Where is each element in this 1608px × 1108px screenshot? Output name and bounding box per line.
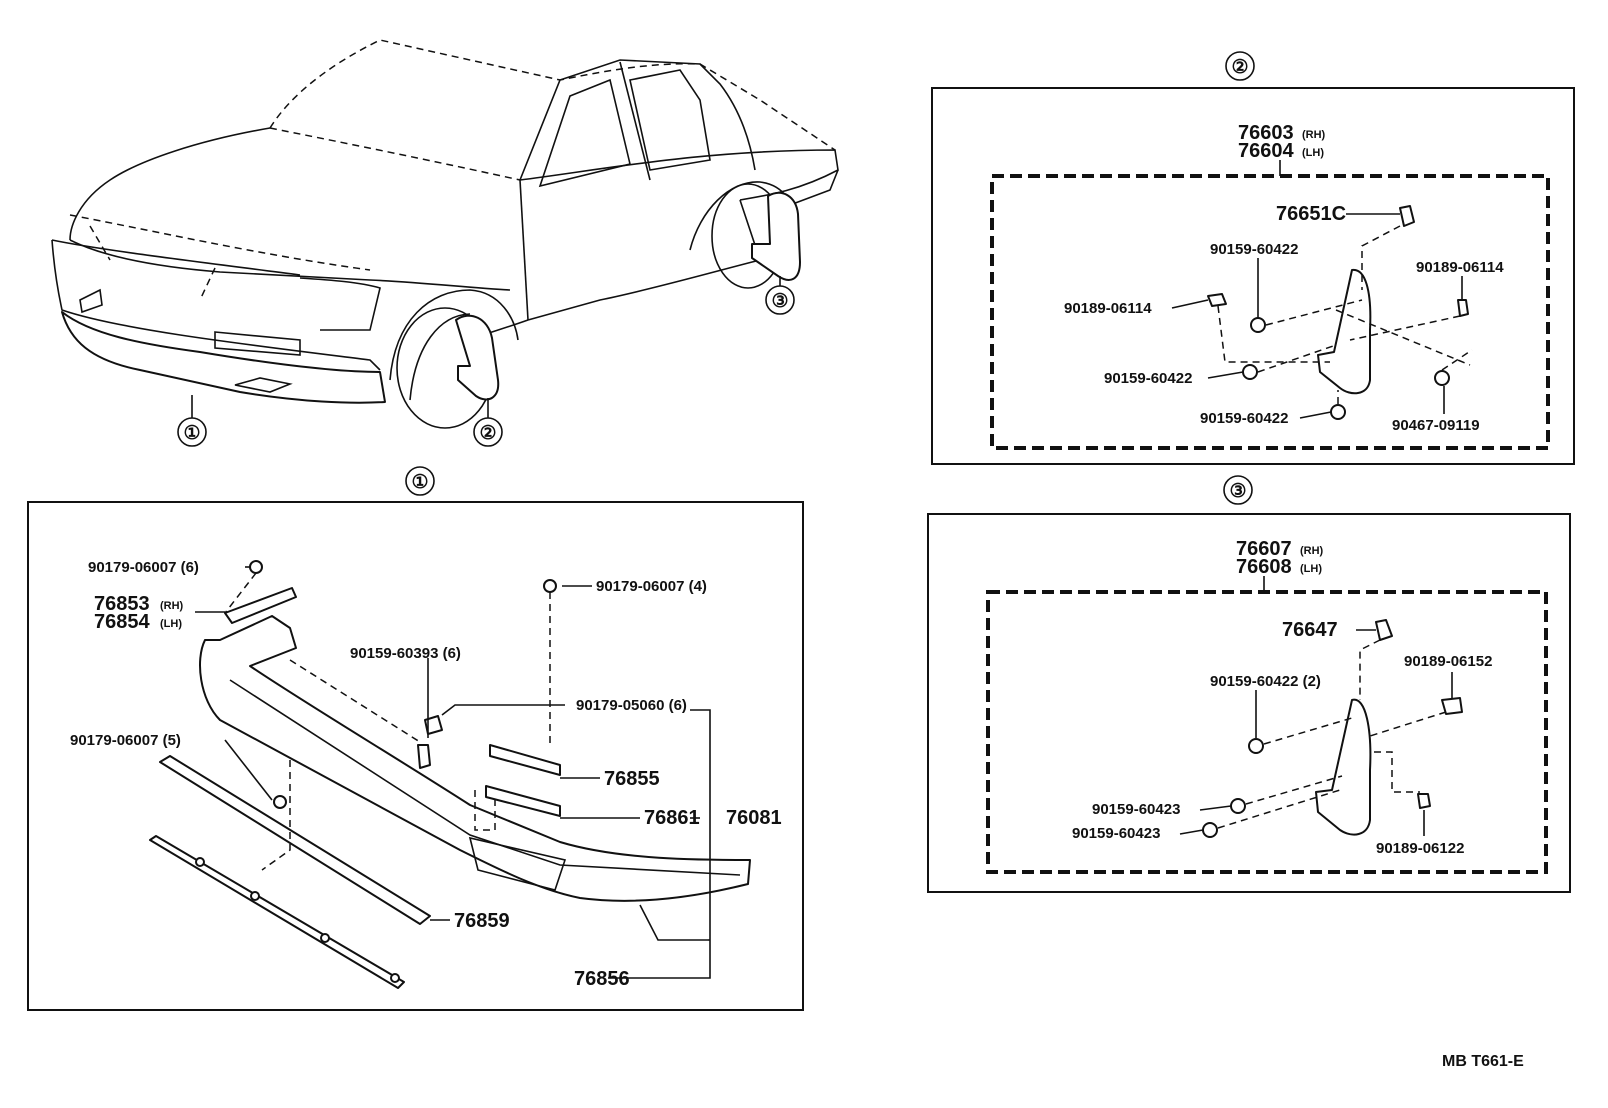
svg-text:(LH): (LH) (1302, 147, 1324, 159)
section-2-title: ② (1231, 57, 1248, 78)
label-76608: 76608 (1236, 556, 1292, 578)
svg-text:(RH): (RH) (1300, 545, 1324, 557)
mudguard-76607 (1315, 698, 1372, 836)
label-76081: 76081 (726, 807, 782, 829)
bracket-76855 (489, 744, 561, 776)
clip-icon (424, 715, 443, 735)
label-76647: 76647 (1282, 619, 1338, 641)
label-90159-60422-2: 90159-60422 (2) (1210, 673, 1321, 690)
label-90189-06114-a: 90189-06114 (1416, 259, 1504, 276)
section-1-title: ① (411, 472, 428, 493)
label-76861: 76861 (644, 807, 700, 829)
svg-text:(RH): (RH) (1302, 129, 1326, 141)
label-76603: 76603 (1238, 122, 1294, 144)
label-90159-60393: 90159-60393 (6) (350, 645, 461, 662)
svg-text:①: ① (183, 423, 200, 444)
svg-text:③: ③ (771, 291, 788, 312)
label-76651C: 76651C (1276, 203, 1346, 225)
label-90179-06007-6: 90179-06007 (6) (88, 559, 199, 576)
label-90159-60423-a: 90159-60423 (1092, 801, 1180, 818)
label-90159-60422-a: 90159-60422 (1210, 241, 1298, 258)
callout-1: ① (177, 417, 207, 447)
bracket-76861 (485, 785, 561, 817)
retainer-icon (1441, 697, 1463, 715)
svg-text:②: ② (479, 423, 496, 444)
label-76854: 76854 (94, 611, 150, 633)
svg-text:(LH): (LH) (1300, 563, 1322, 575)
clip-icon (1399, 205, 1415, 227)
car-overview: ① ② ③ (51, 39, 839, 447)
clip-icon (1375, 619, 1393, 641)
strip-76856 (149, 835, 405, 989)
screw-icon (1248, 738, 1264, 754)
screw-icon (1250, 317, 1266, 333)
svg-text:(LH): (LH) (160, 618, 182, 630)
label-76853: 76853 (94, 593, 150, 615)
svg-text:(RH): (RH) (160, 600, 184, 612)
label-90159-60423-b: 90159-60423 (1072, 825, 1160, 842)
label-90189-06122: 90189-06122 (1376, 840, 1464, 857)
label-90159-60422-b: 90159-60422 (1104, 370, 1192, 387)
label-76856: 76856 (574, 968, 630, 990)
section-2-frame (931, 87, 1575, 465)
clip-icon (543, 579, 557, 593)
label-90179-05060: 90179-05060 (6) (576, 697, 687, 714)
bolt-icon (417, 744, 431, 769)
section-2-front-mudguard: ② 76603 (RH) 76604 (LH) 7 (931, 51, 1575, 465)
retainer-icon (1417, 793, 1431, 809)
screw-icon (1230, 798, 1246, 814)
label-76607: 76607 (1236, 538, 1292, 560)
label-90189-06114-b: 90189-06114 (1064, 300, 1152, 317)
label-90179-06007-4: 90179-06007 (4) (596, 578, 707, 595)
callout-2: ② (473, 417, 503, 447)
screw-icon (1330, 404, 1346, 420)
section-1-frame (27, 501, 804, 1011)
screw-icon (1242, 364, 1258, 380)
bolt-icon (1434, 370, 1450, 386)
front-mudguard (455, 314, 500, 401)
diagram-reference: MB T661-E (1442, 1053, 1524, 1070)
clip-icon (273, 795, 287, 809)
label-90159-60422-c: 90159-60422 (1200, 410, 1288, 427)
label-76859: 76859 (454, 910, 510, 932)
retainer-icon (1457, 299, 1469, 317)
section-3-frame (927, 513, 1571, 893)
section-3-title: ③ (1229, 481, 1246, 502)
label-90467-09119: 90467-09119 (1392, 417, 1480, 434)
label-76604: 76604 (1238, 140, 1294, 162)
retainer-icon (1207, 293, 1227, 307)
label-90179-06007-5: 90179-06007 (5) (70, 732, 181, 749)
callout-3: ③ (765, 285, 795, 315)
mudguard-76603 (1317, 268, 1372, 395)
clip-icon (249, 560, 263, 574)
screw-icon (1202, 822, 1218, 838)
section-3-rear-mudguard: ③ 76607 (RH) 76608 (LH) 76647 90159-6042… (927, 475, 1571, 893)
label-76855: 76855 (604, 768, 660, 790)
rear-mudguard (751, 191, 801, 281)
spoiler-76859 (159, 755, 431, 925)
label-90189-06152: 90189-06152 (1404, 653, 1492, 670)
section-1-front-bumper: ① (27, 466, 804, 1011)
